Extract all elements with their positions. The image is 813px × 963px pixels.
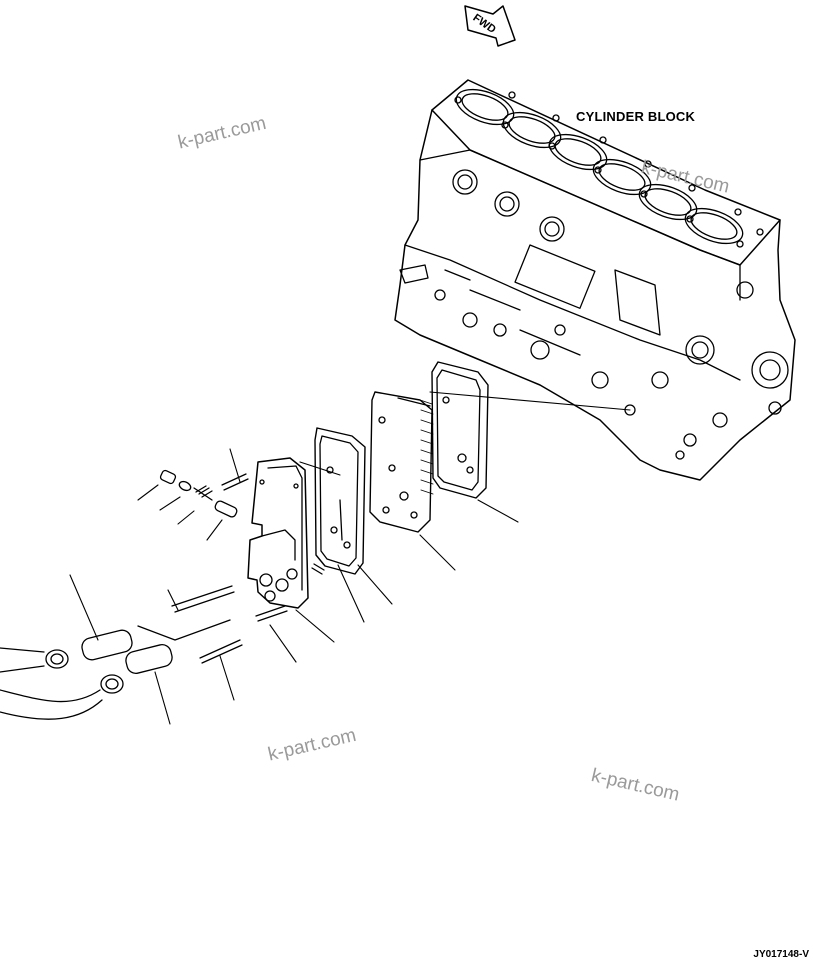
oil-cooler-core <box>369 391 434 533</box>
figure-code: JY017148-V <box>753 949 809 960</box>
front-gasket <box>314 427 366 575</box>
oil-cooler-cover <box>247 457 309 609</box>
leader-lines <box>69 391 631 725</box>
deck-bolt-holes <box>454 91 764 248</box>
bolts <box>171 563 325 664</box>
hose-connectors <box>0 619 231 720</box>
block-side-features <box>399 169 789 460</box>
cooler-fins <box>419 399 434 495</box>
cylinder-bores <box>455 88 744 245</box>
relief-valve-parts <box>159 469 249 518</box>
cylinder-block <box>394 79 796 481</box>
rear-gasket <box>431 361 489 499</box>
forward-arrow-icon: FWD <box>464 5 516 47</box>
cylinder-block-label: CYLINDER BLOCK <box>576 109 696 124</box>
